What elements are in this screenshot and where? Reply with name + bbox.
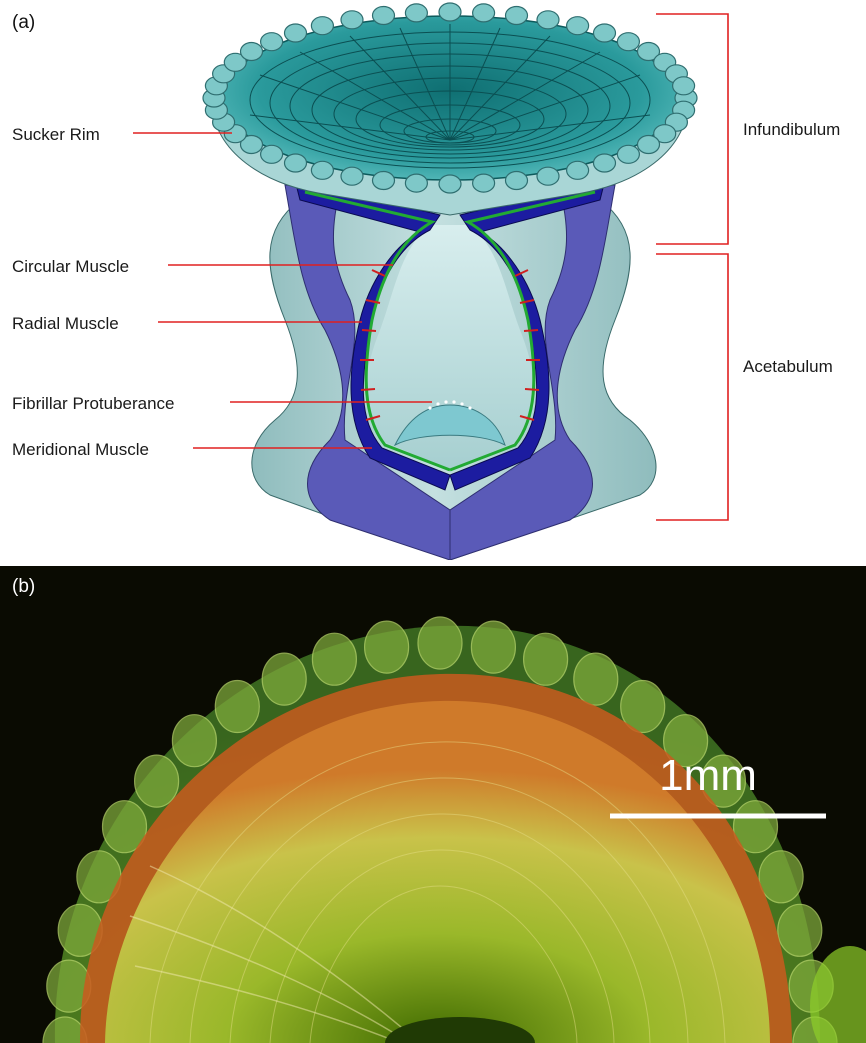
rim-bead [405,4,427,22]
rim-bead [638,136,660,154]
rim-bead [537,11,559,29]
micrograph-rim-segment [172,715,216,767]
sucker-micrograph: 1mm [0,566,866,1043]
label-fibrillar-protuberance: Fibrillar Protuberance [12,394,175,413]
rim-bead [594,154,616,172]
rim-bead [673,77,695,95]
panel-b: 1mm (b) [0,566,866,1043]
panel-a-label: (a) [12,12,35,34]
rim-bead [373,7,395,25]
rim-bead [261,33,283,51]
micrograph-rim-segment [759,851,803,903]
rim-bead [261,145,283,163]
label-meridional-muscle: Meridional Muscle [12,440,149,459]
rim-bead [285,154,307,172]
scale-bar-label: 1mm [659,751,757,800]
micrograph-rim-segment [418,617,462,669]
rim-bead [241,43,263,61]
label-infundibulum: Infundibulum [743,120,840,139]
rim-bead [473,4,495,22]
label-circular-muscle: Circular Muscle [12,257,129,276]
sucker-diagram: Sucker Rim Circular Muscle Radial Muscle… [0,0,866,560]
rim-bead [373,172,395,190]
micrograph-rim-segment [135,755,179,807]
panel-b-label: (b) [12,576,35,598]
micrograph-rim-segment [215,681,259,733]
rim-bead [617,145,639,163]
micrograph-rim-segment [365,621,409,673]
micrograph-rim-segment [524,633,568,685]
rim-bead [439,175,461,193]
micrograph-rim-segment [262,653,306,705]
micrograph-rim-segment [312,633,356,685]
rim-bead [341,11,363,29]
micrograph-rim-segment [574,653,618,705]
label-radial-muscle: Radial Muscle [12,314,119,333]
label-sucker-rim: Sucker Rim [12,125,100,144]
rim-bead [506,172,528,190]
micrograph-rim-segment [778,904,822,956]
micrograph-rim-segment [471,621,515,673]
panel-a: (a) [0,0,866,560]
rim-bead [537,167,559,185]
rim-bead [285,24,307,42]
rim-bead [311,17,333,35]
rim-bead [594,24,616,42]
rim-bead [311,161,333,179]
rim-bead [473,174,495,192]
rim-bead [567,161,589,179]
rim-bead [567,17,589,35]
bracket-acetabulum [656,254,728,520]
rim-bead [617,33,639,51]
label-acetabulum: Acetabulum [743,357,833,376]
rim-bead [439,3,461,21]
rim-bead [405,174,427,192]
rim-bead [506,7,528,25]
rim-bead [341,167,363,185]
